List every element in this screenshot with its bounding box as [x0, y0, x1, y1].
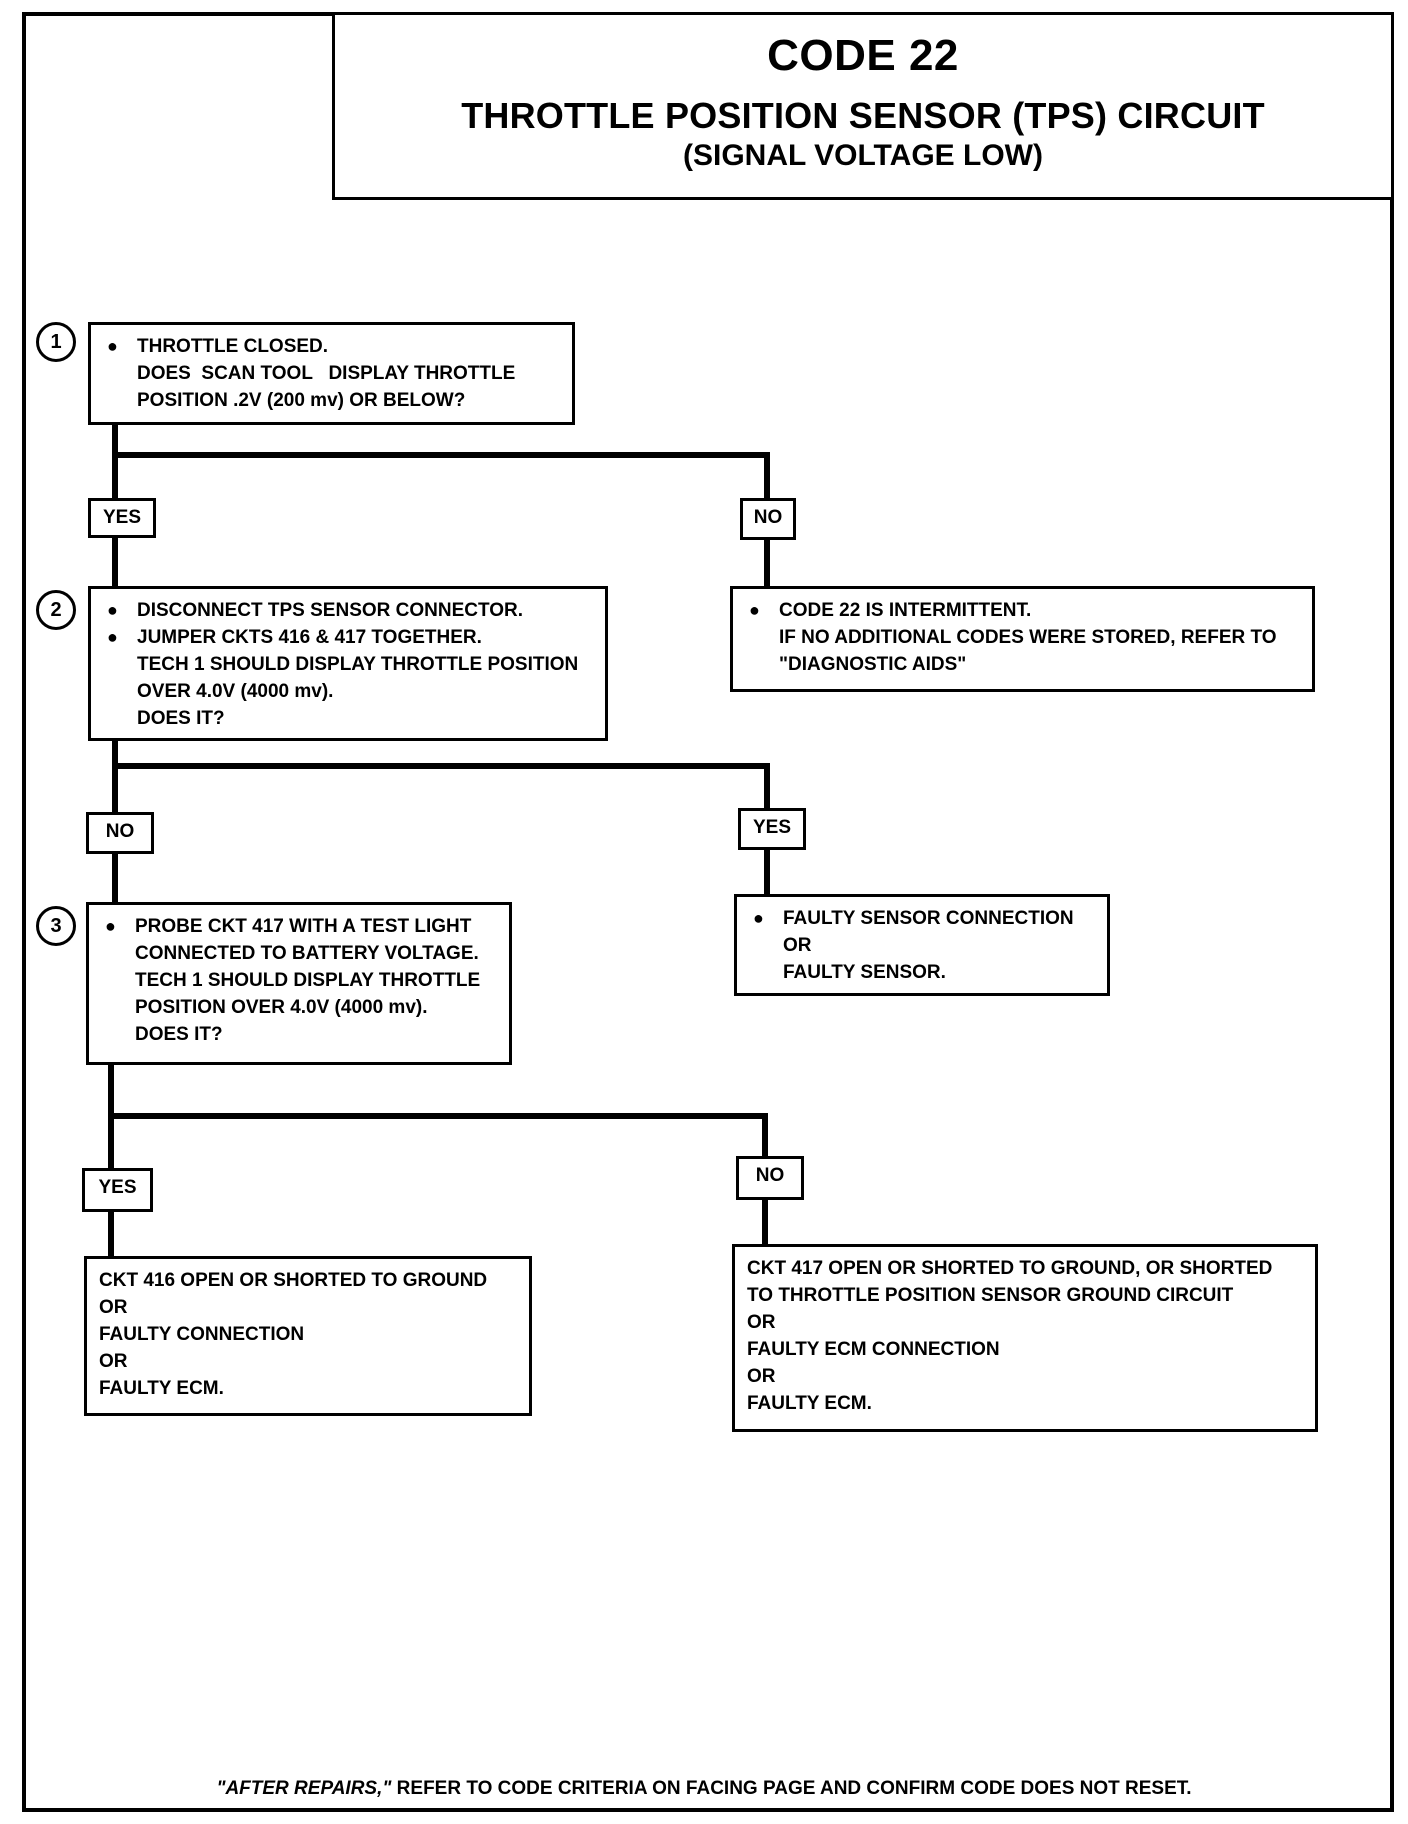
step3-line-5: DOES IT?: [135, 1024, 223, 1045]
connector-step1-no: [112, 452, 770, 591]
step1-line-3: POSITION .2V (200 mv) OR BELOW?: [137, 390, 466, 411]
result-faulty-sensor-box: ● FAULTY SENSOR CONNECTION OR FAULTY SEN…: [734, 894, 1110, 996]
ckt417-line-2: TO THROTTLE POSITION SENSOR GROUND CIRCU…: [747, 1285, 1234, 1306]
ckt417-line-4: FAULTY ECM CONNECTION: [747, 1339, 1000, 1360]
bullet-dot-icon: ●: [107, 627, 118, 647]
ckt417-line-1: CKT 417 OPEN OR SHORTED TO GROUND, OR SH…: [747, 1258, 1273, 1279]
footer-note: "AFTER REPAIRS," REFER TO CODE CRITERIA …: [0, 1778, 1408, 1800]
label-step1-yes: YES: [88, 498, 156, 538]
ckt416-line-4: OR: [99, 1351, 128, 1372]
ckt416-line-3: FAULTY CONNECTION: [99, 1324, 305, 1345]
step-number-1: 1: [36, 322, 76, 362]
faulty-sensor-line-3: FAULTY SENSOR.: [783, 962, 946, 983]
label-step2-yes: YES: [738, 808, 806, 850]
step3-box: ● PROBE CKT 417 WITH A TEST LIGHT CONNEC…: [86, 902, 512, 1065]
step-number-3: 3: [36, 906, 76, 946]
intermittent-line-3: "DIAGNOSTIC AIDS": [779, 654, 967, 675]
page-title: CODE 22: [767, 31, 959, 80]
step1-box: ● THROTTLE CLOSED. DOES SCAN TOOL DISPLA…: [88, 322, 575, 425]
step3-line-3: TECH 1 SHOULD DISPLAY THROTTLE: [135, 970, 481, 991]
bullet-dot-icon: ●: [753, 908, 764, 928]
step1-line-2: DOES SCAN TOOL DISPLAY THROTTLE: [137, 363, 516, 384]
bullet-dot-icon: ●: [107, 336, 118, 356]
footer-emphasis: "AFTER REPAIRS,": [216, 1778, 392, 1799]
bullet-dot-icon: ●: [105, 916, 116, 936]
faulty-sensor-line-1: FAULTY SENSOR CONNECTION: [783, 908, 1074, 929]
ckt416-line-2: OR: [99, 1297, 128, 1318]
page-frame: [22, 12, 1394, 1812]
step-number-2: 2: [36, 590, 76, 630]
step2-box: ● DISCONNECT TPS SENSOR CONNECTOR. ● JUM…: [88, 586, 608, 741]
label-step3-no: NO: [736, 1156, 804, 1200]
ckt417-line-6: FAULTY ECM.: [747, 1393, 872, 1414]
step3-line-4: POSITION OVER 4.0V (4000 mv).: [135, 997, 428, 1018]
result-intermittent-box: ● CODE 22 IS INTERMITTENT. IF NO ADDITIO…: [730, 586, 1315, 692]
connector-step2-yes: [112, 763, 770, 901]
step2-bullet-1: DISCONNECT TPS SENSOR CONNECTOR.: [137, 600, 524, 621]
page-subtitle-condition: (SIGNAL VOLTAGE LOW): [683, 139, 1043, 172]
result-ckt417-box: CKT 417 OPEN OR SHORTED TO GROUND, OR SH…: [732, 1244, 1318, 1432]
step3-line-2: CONNECTED TO BATTERY VOLTAGE.: [135, 943, 479, 964]
step2-line-5: DOES IT?: [137, 708, 225, 729]
header-box: CODE 22 THROTTLE POSITION SENSOR (TPS) C…: [332, 12, 1394, 200]
frame-top-edge: [22, 12, 334, 16]
bullet-dot-icon: ●: [107, 600, 118, 620]
intermittent-line-2: IF NO ADDITIONAL CODES WERE STORED, REFE…: [779, 627, 1277, 648]
step2-line-3: TECH 1 SHOULD DISPLAY THROTTLE POSITION: [137, 654, 579, 675]
ckt417-line-3: OR: [747, 1312, 776, 1333]
step3-line-1: PROBE CKT 417 WITH A TEST LIGHT: [135, 916, 472, 937]
bullet-dot-icon: ●: [749, 600, 760, 620]
step2-bullet-2: JUMPER CKTS 416 & 417 TOGETHER.: [137, 627, 482, 648]
connector-step3-no: [108, 1113, 768, 1251]
page-subtitle: THROTTLE POSITION SENSOR (TPS) CIRCUIT: [461, 95, 1265, 136]
intermittent-line-1: CODE 22 IS INTERMITTENT.: [779, 600, 1032, 621]
ckt417-line-5: OR: [747, 1366, 776, 1387]
faulty-sensor-line-2: OR: [783, 935, 812, 956]
step2-line-4: OVER 4.0V (4000 mv).: [137, 681, 334, 702]
step1-line-1: THROTTLE CLOSED.: [137, 336, 329, 357]
label-step2-no: NO: [86, 812, 154, 854]
footer-text: REFER TO CODE CRITERIA ON FACING PAGE AN…: [391, 1778, 1192, 1799]
label-step3-yes: YES: [82, 1168, 153, 1212]
result-ckt416-box: CKT 416 OPEN OR SHORTED TO GROUND OR FAU…: [84, 1256, 532, 1416]
label-step1-no: NO: [740, 498, 796, 540]
ckt416-line-5: FAULTY ECM.: [99, 1378, 224, 1399]
ckt416-line-1: CKT 416 OPEN OR SHORTED TO GROUND: [99, 1270, 488, 1291]
